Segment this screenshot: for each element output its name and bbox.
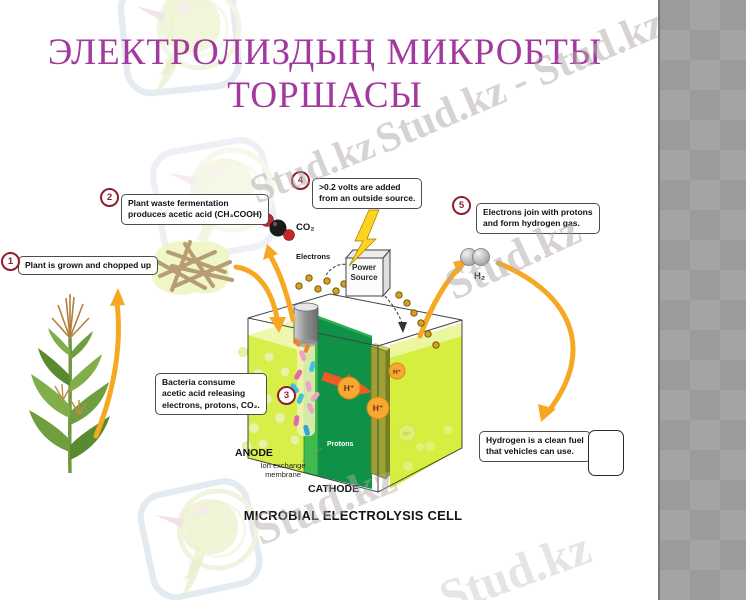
h2-molecule bbox=[460, 248, 490, 266]
proton-label-2: H⁺ bbox=[373, 403, 384, 413]
protons-label: Protons bbox=[327, 441, 354, 448]
proton-label-4: H⁺ bbox=[403, 431, 411, 438]
hydrogen-note-box: Hydrogen is a clean fuel that vehicles c… bbox=[479, 431, 591, 462]
arrow-plant-to-waste bbox=[93, 299, 121, 439]
arrow-waste-to-cell bbox=[233, 264, 280, 321]
step-1-number: 1 bbox=[1, 252, 20, 271]
step-4-box: >0.2 volts are added from an outside sou… bbox=[312, 178, 423, 209]
anode-label: ANODE bbox=[235, 447, 273, 459]
proton-label-1: H⁺ bbox=[344, 383, 355, 393]
membrane-label: Ion exchange membrane bbox=[252, 461, 314, 479]
step-2-line-2: produces acetic acid (CH₃COOH) bbox=[128, 209, 262, 220]
proton-circles: H⁺ H⁺ H⁺ H⁺ bbox=[337, 362, 416, 442]
step-3-number: 3 bbox=[277, 386, 296, 405]
fuel-pump-frame bbox=[588, 430, 624, 476]
step-3-line-1: Bacteria consume bbox=[162, 377, 236, 387]
cell-title-label: MICROBIAL ELECTROLYSIS CELL bbox=[243, 508, 463, 523]
step-3-box: Bacteria consume acetic acid releasing e… bbox=[155, 373, 267, 416]
membrane-label-line-2: membrane bbox=[265, 470, 301, 479]
hydrogen-note-line-1: Hydrogen is a clean fuel bbox=[486, 435, 584, 445]
step-5-line-1: Electrons join with protons bbox=[483, 207, 593, 217]
hydrogen-note-line-2: that vehicles can use. bbox=[486, 446, 574, 457]
proton-label-3: H⁺ bbox=[393, 369, 401, 376]
cathode-chamber-liquid bbox=[390, 323, 462, 489]
step-4-line-1: >0.2 volts are added bbox=[319, 182, 401, 192]
title-line-2: ТОРШАСЫ bbox=[227, 74, 423, 116]
power-source-label: Power Source bbox=[345, 263, 383, 283]
membrane-pointer-line bbox=[301, 447, 323, 462]
electrolysis-cell: H⁺ H⁺ H⁺ H⁺ bbox=[236, 293, 463, 493]
plant-waste-pile bbox=[152, 240, 234, 295]
h2-label: H₂ bbox=[474, 271, 486, 282]
co2-label: CO₂ bbox=[296, 222, 315, 233]
step-4-number: 4 bbox=[291, 171, 310, 190]
step-3-line-2: acetic acid releasing bbox=[162, 388, 246, 399]
step-5-line-2: and form hydrogen gas. bbox=[483, 218, 580, 229]
cathode-bubbles bbox=[403, 425, 453, 471]
step-2-number: 2 bbox=[100, 188, 119, 207]
step-3-line-3: electrons, protons, CO₂. bbox=[162, 399, 260, 410]
membrane-label-line-1: Ion exchange bbox=[260, 461, 306, 470]
power-source-box bbox=[344, 248, 392, 298]
arrow-h2-to-fuel bbox=[495, 260, 576, 415]
step-5-number: 5 bbox=[452, 196, 471, 215]
corn-plant-illustration bbox=[29, 294, 110, 474]
step-1-box: Plant is grown and chopped up bbox=[18, 256, 159, 276]
step-2-box: Plant waste fermentation produces acetic… bbox=[121, 194, 269, 225]
step-1-text: Plant is grown and chopped up bbox=[25, 260, 152, 270]
power-source-line-2: Source bbox=[350, 273, 378, 282]
step-5-box: Electrons join with protons and form hyd… bbox=[476, 203, 600, 234]
step-2-line-1: Plant waste fermentation bbox=[128, 198, 229, 208]
electron-beads bbox=[295, 274, 440, 349]
sidebar-diamond-pattern bbox=[658, 0, 746, 600]
cathode-label: CATHODE bbox=[308, 483, 360, 495]
step-4-line-2: from an outside source. bbox=[319, 193, 416, 204]
bacteria-cluster bbox=[290, 338, 320, 436]
electrons-label: Electrons bbox=[296, 252, 331, 261]
power-source-line-1: Power bbox=[351, 263, 376, 272]
lightning-bolt-icon bbox=[348, 209, 380, 267]
